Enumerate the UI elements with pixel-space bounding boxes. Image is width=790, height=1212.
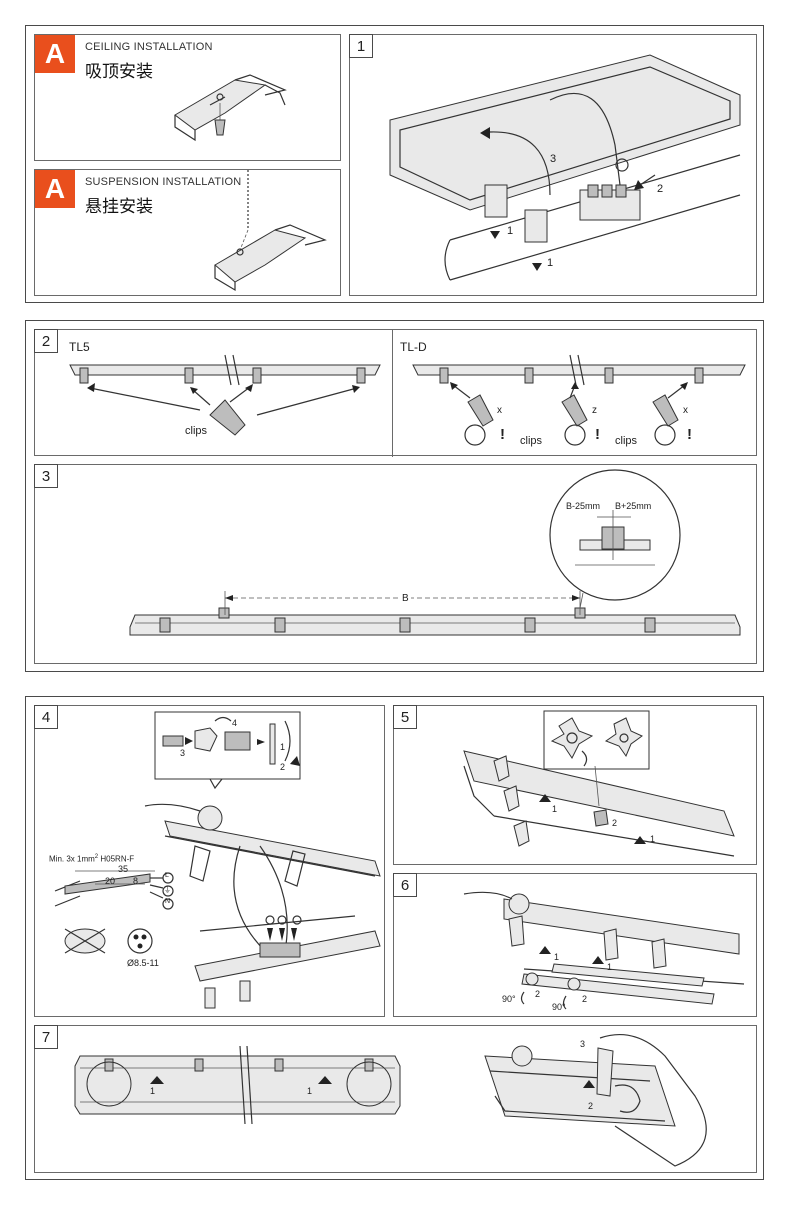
step6-label-90a: 90°: [502, 994, 516, 1004]
step7-panel: 7 1 1 3 2: [34, 1025, 757, 1173]
step2-tl5-title: TL5: [69, 340, 90, 354]
step2-tld-clips-b: clips: [615, 435, 638, 447]
step7-illustration: [74, 1034, 707, 1167]
step4-diameter: Ø8.5-11: [127, 958, 159, 968]
step3-illustration: [129, 469, 741, 636]
step6-label-1b: 1: [607, 962, 613, 972]
step1-label-1b: 1: [547, 257, 554, 269]
step7-label-1a: 1: [150, 1086, 156, 1096]
step5-illustration: [463, 710, 735, 857]
ceiling-bracket-illustration: [174, 74, 287, 142]
step4-callout-2: 2: [280, 762, 286, 772]
step4-panel: 4: [34, 705, 385, 1017]
step3-plus-label: B+25mm: [615, 501, 652, 511]
step3-dimension-b: B: [400, 593, 411, 604]
step2-tl5-clips: clips: [185, 425, 208, 437]
step4-dim-total: 35: [118, 864, 129, 874]
step1-panel: 1 3: [349, 34, 757, 296]
step4-wire-spec: Min. 3x 1mm2 H05RN-F: [49, 854, 135, 864]
step6-label-1a: 1: [554, 952, 560, 962]
bottom-group-frame: 4: [25, 696, 764, 1180]
step1-label-2: 2: [657, 183, 664, 195]
step7-label-2: 2: [588, 1101, 594, 1111]
step1-illustration: [389, 54, 741, 281]
step6-panel: 6 1 1 2 2 90° 90°: [393, 873, 757, 1017]
step1-number: 1: [349, 34, 373, 58]
ceiling-title-zh: 吸顶安装: [85, 62, 153, 81]
step7-label-3: 3: [580, 1039, 586, 1049]
step2-tld-title: TL-D: [400, 340, 427, 354]
ceiling-title-en: CEILING INSTALLATION: [85, 41, 213, 53]
step4-number: 4: [34, 705, 58, 729]
step2-tld-warn-3: !: [687, 426, 692, 443]
suspension-title-en: SUSPENSION INSTALLATION: [85, 176, 242, 188]
step2-tld-clips-a: clips: [520, 435, 543, 447]
suspension-badge: A: [35, 170, 75, 208]
step3-minus-label: B-25mm: [566, 501, 601, 511]
ceiling-badge: A: [35, 35, 75, 73]
step7-label-1b: 1: [307, 1086, 313, 1096]
step2-tld-warn-2: !: [595, 426, 600, 443]
step2-tld-warn-1: !: [500, 426, 505, 443]
step2-divider: [392, 330, 393, 457]
suspension-installation-panel: A SUSPENSION INSTALLATION 悬挂安装: [34, 169, 341, 296]
step2-tld-mark-x2: x: [683, 405, 688, 416]
top-group-frame: A CEILING INSTALLATION 吸顶安装 A SUSPENSION…: [25, 25, 764, 303]
step5-panel: 5 1 2 1: [393, 705, 757, 865]
step4-callout-3: 3: [180, 748, 186, 758]
step5-label-1a: 1: [552, 804, 558, 814]
step2-panel: 2 TL5 TL-D: [34, 329, 757, 457]
step4-dim-a: 20: [105, 876, 116, 886]
step2-tld-mark-x1: x: [497, 405, 502, 416]
step4-callout-4: 4: [232, 718, 238, 728]
step3-panel: 3 B B-2: [34, 464, 757, 664]
step2-illustration: [69, 354, 746, 446]
step4-dim-b: 8: [133, 876, 139, 886]
step6-label-90b: 90°: [552, 1002, 566, 1012]
step1-label-3: 3: [550, 153, 557, 165]
suspension-bracket-illustration: [214, 170, 327, 292]
step4-callout-1: 1: [280, 742, 286, 752]
step4-illustration: [54, 711, 381, 1009]
step6-label-2a: 2: [535, 989, 541, 999]
step5-label-2: 2: [612, 818, 618, 828]
step6-number: 6: [393, 873, 417, 897]
step1-label-1a: 1: [507, 225, 514, 237]
step4-terminal-n: N: [165, 898, 171, 905]
step6-label-2b: 2: [582, 994, 588, 1004]
step2-number: 2: [34, 329, 58, 353]
middle-group-frame: 2 TL5 TL-D: [25, 320, 764, 672]
ceiling-installation-panel: A CEILING INSTALLATION 吸顶安装: [34, 34, 341, 161]
step6-illustration: [463, 891, 745, 1010]
step5-label-1b: 1: [650, 834, 656, 844]
step4-terminal-earth: ⏚: [164, 887, 171, 894]
step2-tld-mark-z: z: [592, 405, 597, 416]
step5-number: 5: [393, 705, 417, 729]
step4-terminal-l: L: [165, 872, 169, 879]
step7-number: 7: [34, 1025, 58, 1049]
step3-number: 3: [34, 464, 58, 488]
suspension-title-zh: 悬挂安装: [85, 197, 153, 216]
